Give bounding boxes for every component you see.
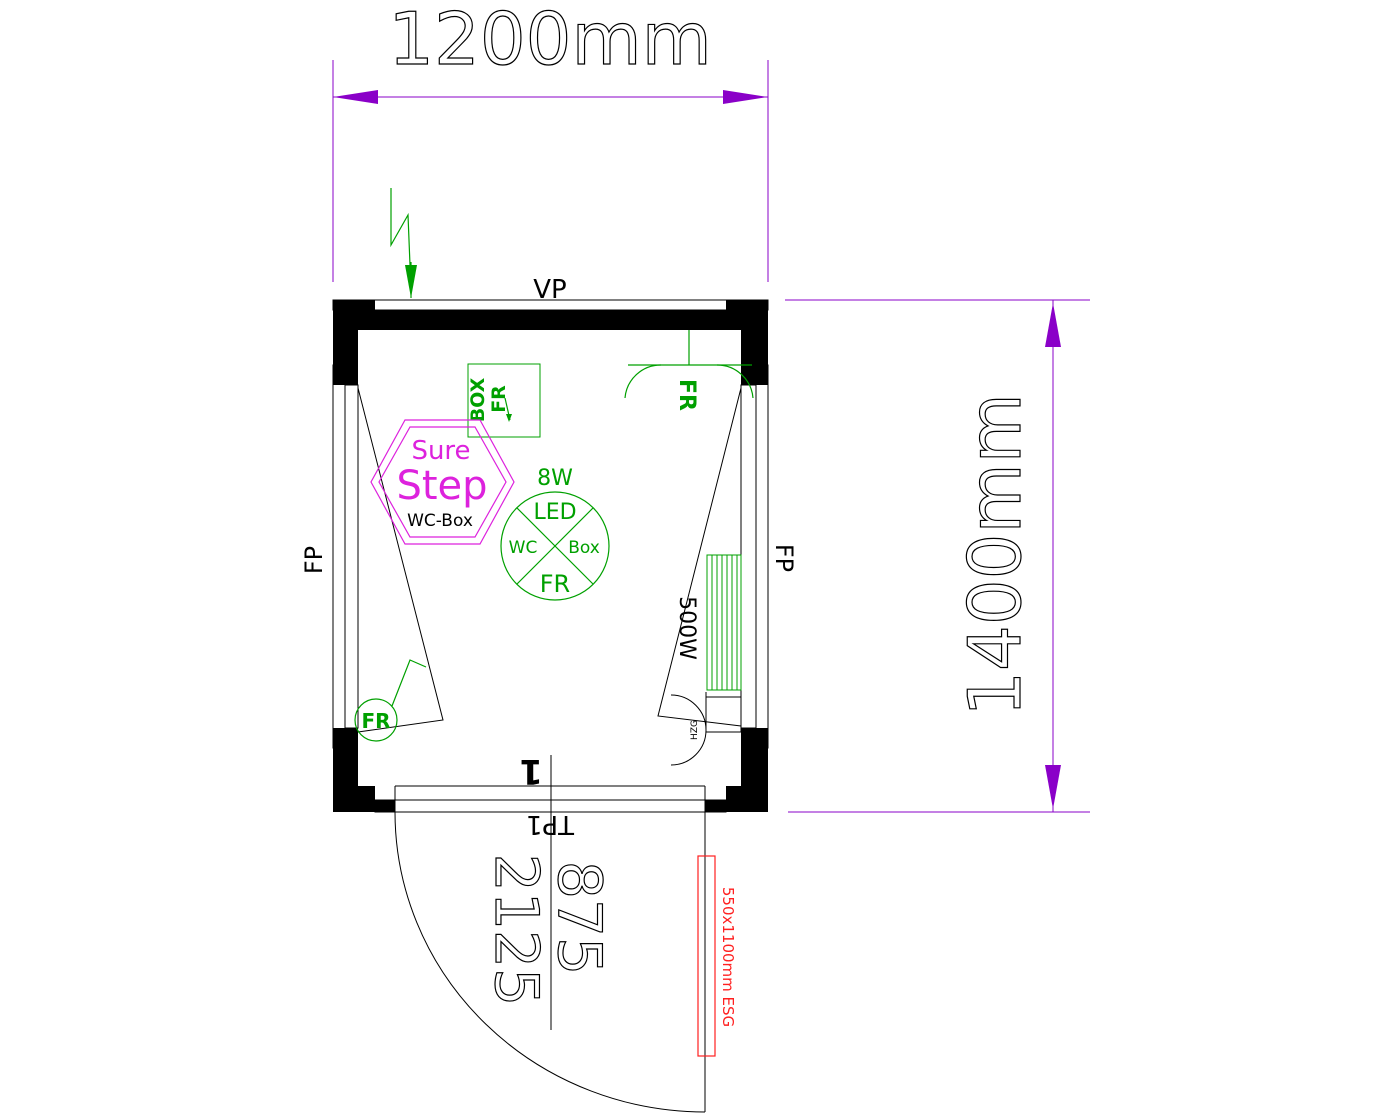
right-window-tilt-indicator — [657, 387, 742, 727]
detector-label: FR — [361, 709, 390, 733]
top-wall — [333, 310, 768, 330]
door-mark: 1 — [519, 751, 543, 791]
box-label: BOX — [467, 377, 489, 422]
left-wall-label: FP — [300, 546, 328, 574]
heater-label: 500W — [674, 596, 699, 660]
surestep-logo — [370, 419, 515, 545]
ceiling-fr-label: FR — [674, 379, 699, 411]
logo-line2: Step — [396, 463, 487, 509]
lamp-power-label: 8W — [537, 466, 573, 491]
top-wall-label: VP — [533, 275, 566, 305]
ramp-outline — [697, 855, 716, 1057]
power-supply-icon — [390, 188, 417, 298]
right-post-top — [741, 300, 768, 385]
corner-bottom-right — [726, 786, 768, 812]
hzg-switch-icon — [670, 692, 742, 766]
arrow-right-icon — [723, 90, 768, 104]
lamp-right-label: Box — [568, 538, 600, 558]
width-label: 1200mm — [388, 0, 712, 81]
lamp-bottom-label: FR — [540, 570, 570, 598]
door-height-value: 2125 — [481, 854, 551, 1007]
led-lamp-icon — [500, 491, 610, 601]
ceiling-switch-icon — [624, 330, 754, 399]
height-dimension — [785, 299, 1090, 813]
height-label: 1400mm — [953, 393, 1037, 717]
box-fr-label: FR — [488, 385, 510, 413]
left-window-tilt-indicator — [357, 387, 444, 733]
walls — [332, 299, 769, 812]
corner-bottom-left — [333, 786, 375, 812]
lamp-left-label: WC — [509, 538, 538, 558]
arrow-down-icon — [1045, 765, 1061, 809]
right-wall-label: FP — [770, 544, 798, 572]
door-swing — [394, 811, 706, 1113]
logo-line3: WC-Box — [407, 511, 473, 531]
junction-box — [467, 363, 541, 438]
ramp-label: 550x1100mm ESG — [719, 887, 737, 1027]
arrow-up-icon — [1045, 303, 1061, 347]
width-dimension — [332, 60, 769, 282]
hzg-label: HZG — [690, 720, 700, 740]
detector-icon — [354, 659, 427, 742]
lamp-top-label: LED — [533, 500, 576, 525]
arrow-left-icon — [333, 90, 378, 104]
door-width-value: 875 — [544, 861, 614, 976]
logo-line1: Sure — [411, 436, 470, 466]
left-window — [332, 364, 359, 749]
heater-icon — [706, 554, 742, 691]
right-window — [740, 364, 769, 749]
